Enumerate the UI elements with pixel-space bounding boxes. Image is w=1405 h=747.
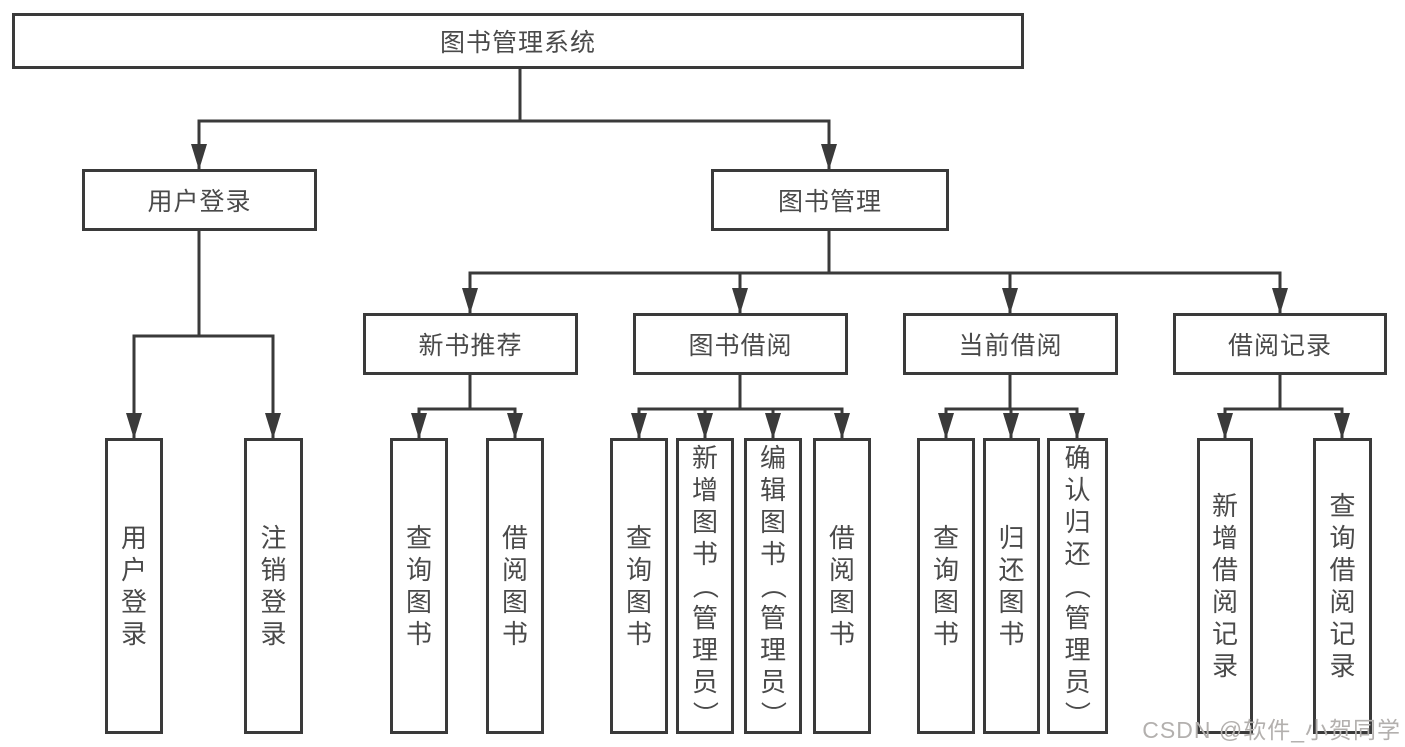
- node-label: 借阅图书: [828, 523, 855, 649]
- node-label: 图书管理: [777, 188, 882, 216]
- node-label: 新书推荐: [418, 332, 523, 360]
- node-label: 新增借阅记录: [1211, 491, 1238, 681]
- node-label: 用户登录: [120, 523, 147, 649]
- node-label: 查询图书: [405, 523, 432, 649]
- node-label: 确认归还（管理员）: [1062, 443, 1093, 728]
- node-label: 图书管理系统: [439, 29, 596, 57]
- node-book-borrow: 图书借阅: [633, 313, 848, 375]
- node-borrow-book-2: 借阅图书: [813, 438, 871, 734]
- node-login: 用户登录: [105, 438, 163, 734]
- node-return-book: 归还图书: [983, 438, 1040, 734]
- node-label: 查询图书: [932, 523, 959, 649]
- node-new-book-rec: 新书推荐: [363, 313, 578, 375]
- node-label: 编辑图书（管理员）: [757, 443, 788, 728]
- node-label: 图书借阅: [688, 332, 793, 360]
- node-user-login: 用户登录: [82, 169, 317, 231]
- node-query-book-2: 查询图书: [610, 438, 668, 734]
- node-label: 注销登录: [260, 523, 287, 649]
- node-borrow-record: 借阅记录: [1173, 313, 1387, 375]
- watermark: CSDN @软件_小贺同学: [1142, 717, 1401, 743]
- node-label: 查询图书: [625, 523, 652, 649]
- node-confirm-return: 确认归还（管理员）: [1047, 438, 1108, 734]
- node-query-borrow-record: 查询借阅记录: [1313, 438, 1372, 734]
- node-label: 借阅记录: [1227, 332, 1332, 360]
- node-current-borrow: 当前借阅: [903, 313, 1118, 375]
- node-add-book: 新增图书（管理员）: [676, 438, 734, 734]
- node-query-book-3: 查询图书: [917, 438, 975, 734]
- node-borrow-book-1: 借阅图书: [486, 438, 544, 734]
- node-label: 用户登录: [147, 188, 252, 216]
- node-label: 当前借阅: [958, 332, 1063, 360]
- node-logout: 注销登录: [244, 438, 303, 734]
- node-label: 新增图书（管理员）: [689, 443, 720, 728]
- node-root: 图书管理系统: [12, 13, 1024, 69]
- node-add-borrow-record: 新增借阅记录: [1197, 438, 1253, 734]
- node-book-mgmt: 图书管理: [711, 169, 949, 231]
- node-label: 归还图书: [998, 523, 1025, 649]
- node-label: 借阅图书: [501, 523, 528, 649]
- node-label: 查询借阅记录: [1329, 491, 1356, 681]
- node-query-book-1: 查询图书: [390, 438, 448, 734]
- node-edit-book: 编辑图书（管理员）: [744, 438, 802, 734]
